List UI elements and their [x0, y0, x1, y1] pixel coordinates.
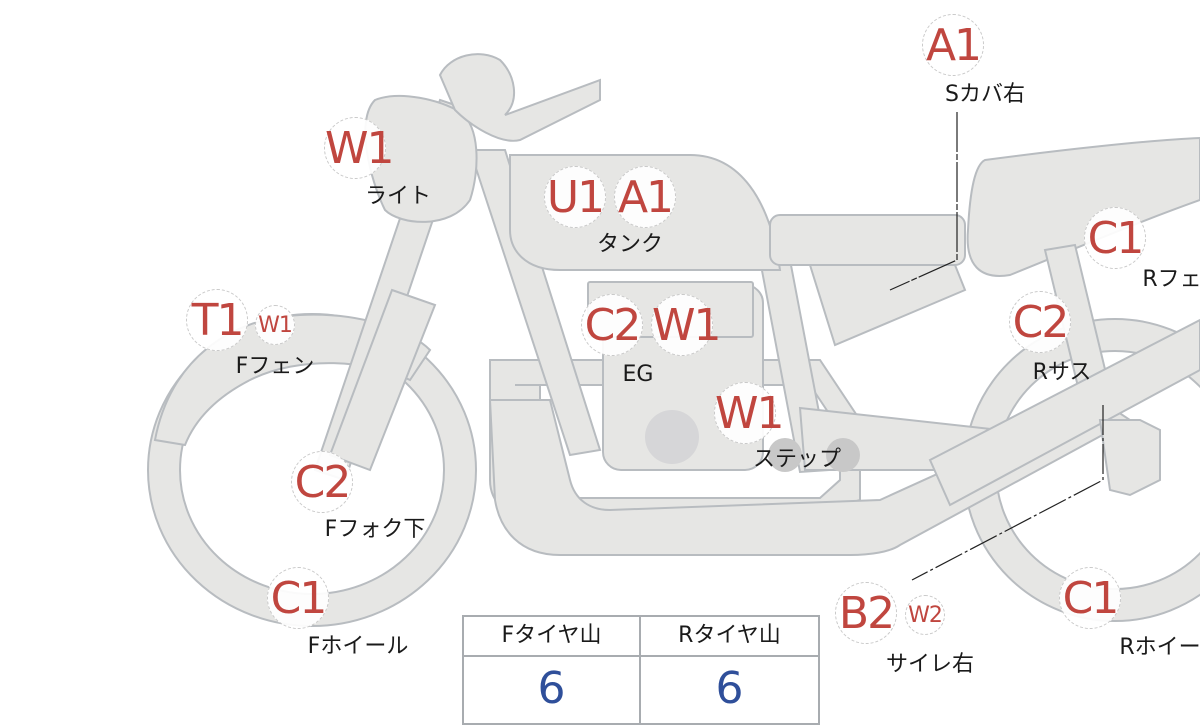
code-badge: A1 — [922, 14, 984, 76]
code-badge: C1 — [1084, 207, 1146, 269]
code-badge: C2 — [291, 451, 353, 513]
part-label-silencer-right: サイレ右 — [885, 652, 975, 677]
part-label-tank: タンク — [596, 232, 664, 257]
code-badge: W1 — [714, 382, 785, 444]
code-badge-small: W1 — [255, 305, 295, 345]
code-badge: C1 — [267, 567, 329, 629]
code-badge: W1 — [324, 117, 395, 179]
swingarm-shape — [928, 318, 1200, 507]
code-badge: B2 — [835, 582, 897, 644]
part-label-engine: EG — [622, 362, 654, 387]
code-badge-small: W2 — [905, 595, 945, 635]
rear-tire-header: Rタイヤ山 — [641, 617, 818, 657]
part-label-front-fork-lower: Fフォク下 — [324, 517, 426, 542]
part-label-rear-wheel: Rホイー — [1119, 635, 1200, 660]
code-badge: C1 — [1059, 567, 1121, 629]
front-tire-value: 6 — [464, 657, 641, 723]
code-badge: W1 — [651, 294, 722, 356]
code-badge: A1 — [614, 166, 676, 228]
part-label-side-cover: Sカバ右 — [945, 82, 1025, 107]
tire-tread-table: Fタイヤ山 Rタイヤ山 6 6 — [462, 615, 820, 725]
code-badge: U1 — [544, 166, 606, 228]
side-cover-shape — [808, 264, 967, 347]
code-badge: C2 — [1009, 291, 1071, 353]
part-label-light: ライト — [364, 184, 432, 209]
part-label-rear-suspension: Rサス — [1032, 360, 1092, 385]
rear-tire-value: 6 — [715, 663, 744, 714]
part-label-step: ステップ — [752, 447, 842, 472]
part-label-front-wheel: Fホイール — [307, 634, 409, 659]
code-badge: C2 — [581, 294, 643, 356]
part-label-front-fender: Fフェン — [235, 354, 315, 379]
front-tire-header: Fタイヤ山 — [464, 617, 641, 657]
code-badge: T1 — [186, 289, 248, 351]
part-label-rear-fender: Rフェ — [1142, 267, 1200, 292]
